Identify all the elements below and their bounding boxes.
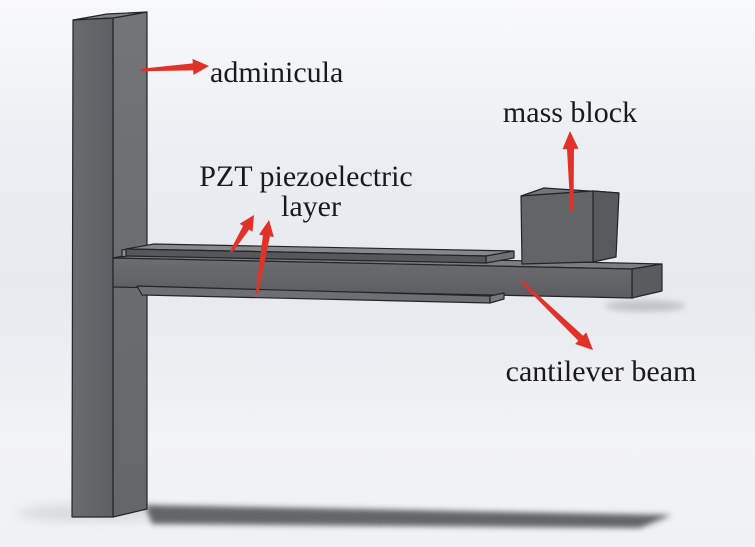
beam-end-shadow: [605, 300, 685, 312]
column-front-face: [71, 17, 114, 518]
mass-block-right-face: [592, 190, 620, 263]
label-pzt-line2: layer: [281, 190, 341, 223]
mass-block-arrow: [562, 131, 579, 211]
label-pzt-line1: PZT piezoelectric: [199, 160, 413, 193]
label-adminicula: adminicula: [210, 56, 343, 89]
pzt-layer-arrow-2: [255, 220, 274, 294]
pzt-layer-arrow-1: [229, 215, 254, 253]
pzt-bottom-layer: [136, 285, 505, 304]
pzt-top-layer: [121, 243, 515, 264]
pzt-top-front-face: [125, 248, 487, 264]
cantilever-beam-arrow: [520, 280, 593, 350]
beam-front-face: [112, 257, 633, 299]
ground-shadow-long: [145, 505, 672, 528]
adminicula-arrow: [140, 58, 209, 75]
mass-block: [520, 187, 620, 265]
label-cantilever-beam: cantilever beam: [506, 355, 697, 388]
label-mass-block: mass block: [503, 96, 637, 129]
pzt-bottom-end-face: [489, 292, 505, 304]
mass-block-front-face: [520, 190, 594, 265]
